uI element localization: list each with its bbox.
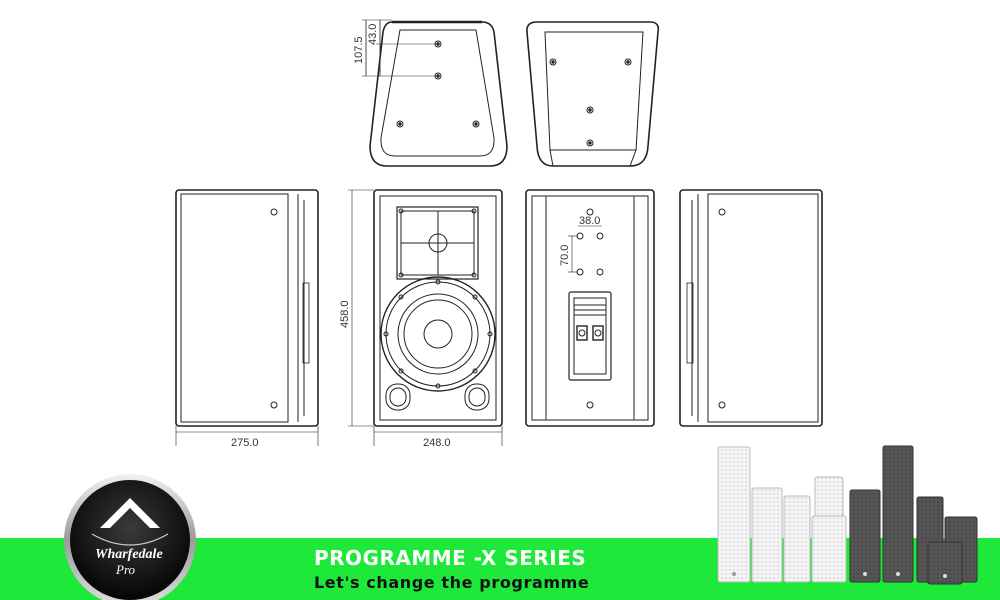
dim-depth: 275.0 bbox=[231, 437, 259, 449]
tagline: Let's change the programme bbox=[314, 573, 590, 592]
dim-width: 248.0 bbox=[423, 437, 451, 449]
logo-text-brand: Wharfedale bbox=[95, 547, 163, 562]
dim-rear-hole-spacing: 38.0 bbox=[579, 215, 600, 227]
top-view-left bbox=[362, 19, 508, 167]
side-view-left bbox=[175, 189, 319, 446]
side-view-right bbox=[679, 189, 823, 427]
dim-top-spacing: 107.5 bbox=[353, 36, 365, 64]
wharfedale-pro-logo: Wharfedale Pro bbox=[64, 474, 196, 600]
dim-top-offset: 43.0 bbox=[367, 24, 379, 45]
logo-text-pro: Pro bbox=[115, 562, 136, 577]
dim-rear-vertical: 70.0 bbox=[559, 245, 571, 266]
dim-height: 458.0 bbox=[339, 300, 351, 328]
front-view bbox=[348, 189, 503, 446]
rear-view bbox=[525, 189, 655, 427]
product-lineup-image bbox=[717, 445, 978, 585]
top-view-right bbox=[526, 21, 660, 167]
series-title: PROGRAMME -X SERIES bbox=[314, 546, 587, 570]
